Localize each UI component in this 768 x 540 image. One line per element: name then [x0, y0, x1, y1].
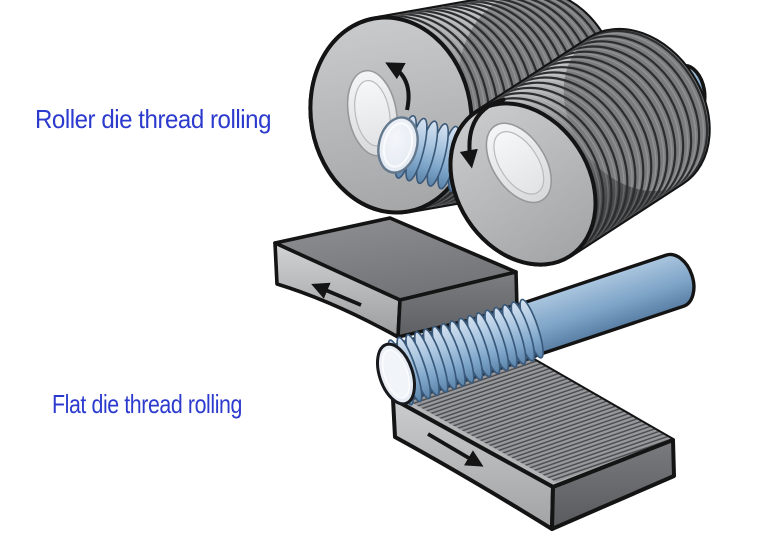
roller-die-label: Roller die thread rolling	[35, 104, 271, 134]
right-roller-bore	[493, 131, 545, 195]
right-roller-die	[448, 27, 711, 267]
flat-die-label: Flat die thread rolling	[52, 389, 242, 419]
roller-workpiece-end-face	[377, 116, 419, 174]
left-roller-rotation-arrow	[385, 62, 411, 111]
flat-workpiece-smooth-section	[513, 252, 696, 359]
flat-die-bottom-right-face	[550, 438, 676, 531]
right-roller-rotation-arrow	[459, 97, 506, 169]
roller-workpiece-end-ring	[382, 122, 414, 168]
bottom-die-motion-arrow	[427, 432, 484, 467]
flat-die-top-block	[273, 216, 519, 339]
flat-workpiece-end-ring	[381, 349, 411, 399]
flat-workpiece-rod	[376, 252, 696, 406]
top-die-motion-arrow	[311, 282, 362, 307]
right-roller-thread-grooves	[480, 29, 709, 254]
